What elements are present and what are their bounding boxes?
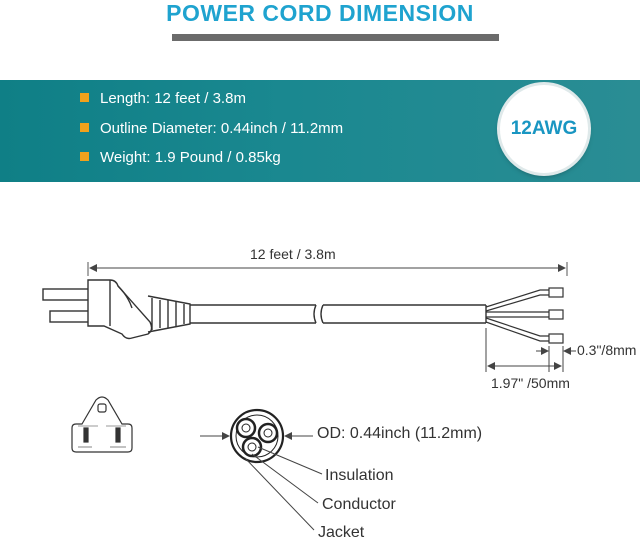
insulation-label: Insulation xyxy=(325,467,394,484)
square-bullet-icon xyxy=(80,93,89,102)
stripped-wires xyxy=(485,287,564,344)
spec-weight: Weight: 1.9 Pound / 0.85kg xyxy=(80,149,281,167)
spec-length: Length: 12 feet / 3.8m xyxy=(80,90,246,108)
square-bullet-icon xyxy=(80,123,89,132)
awg-badge-text: 12AWG xyxy=(510,118,578,139)
cable xyxy=(190,304,487,324)
strip-label: 0.3"/8mm xyxy=(577,342,637,358)
title-underline xyxy=(172,34,499,41)
plug-side-view xyxy=(42,279,191,340)
spec-diameter-text: Outline Diameter: 0.44inch / 11.2mm xyxy=(100,120,344,137)
page-title: POWER CORD DIMENSION xyxy=(166,0,474,26)
length-dimension xyxy=(87,262,568,276)
spec-diameter: Outline Diameter: 0.44inch / 11.2mm xyxy=(80,120,343,138)
strip-dimension xyxy=(536,346,576,372)
lead-label: 1.97" /50mm xyxy=(491,375,570,391)
length-label: 12 feet / 3.8m xyxy=(250,246,336,262)
awg-badge: 12AWG xyxy=(500,85,588,173)
leader-lines xyxy=(244,446,323,531)
lead-dimension xyxy=(485,328,564,372)
jacket-label: Jacket xyxy=(318,524,365,541)
square-bullet-icon xyxy=(80,152,89,161)
conductor-label: Conductor xyxy=(322,496,396,513)
od-label: OD: 0.44inch (11.2mm) xyxy=(317,425,483,442)
spec-length-text: Length: 12 feet / 3.8m xyxy=(100,90,246,107)
cross-section xyxy=(229,408,285,464)
nema-plug-face-icon xyxy=(71,396,133,453)
spec-weight-text: Weight: 1.9 Pound / 0.85kg xyxy=(100,149,281,166)
